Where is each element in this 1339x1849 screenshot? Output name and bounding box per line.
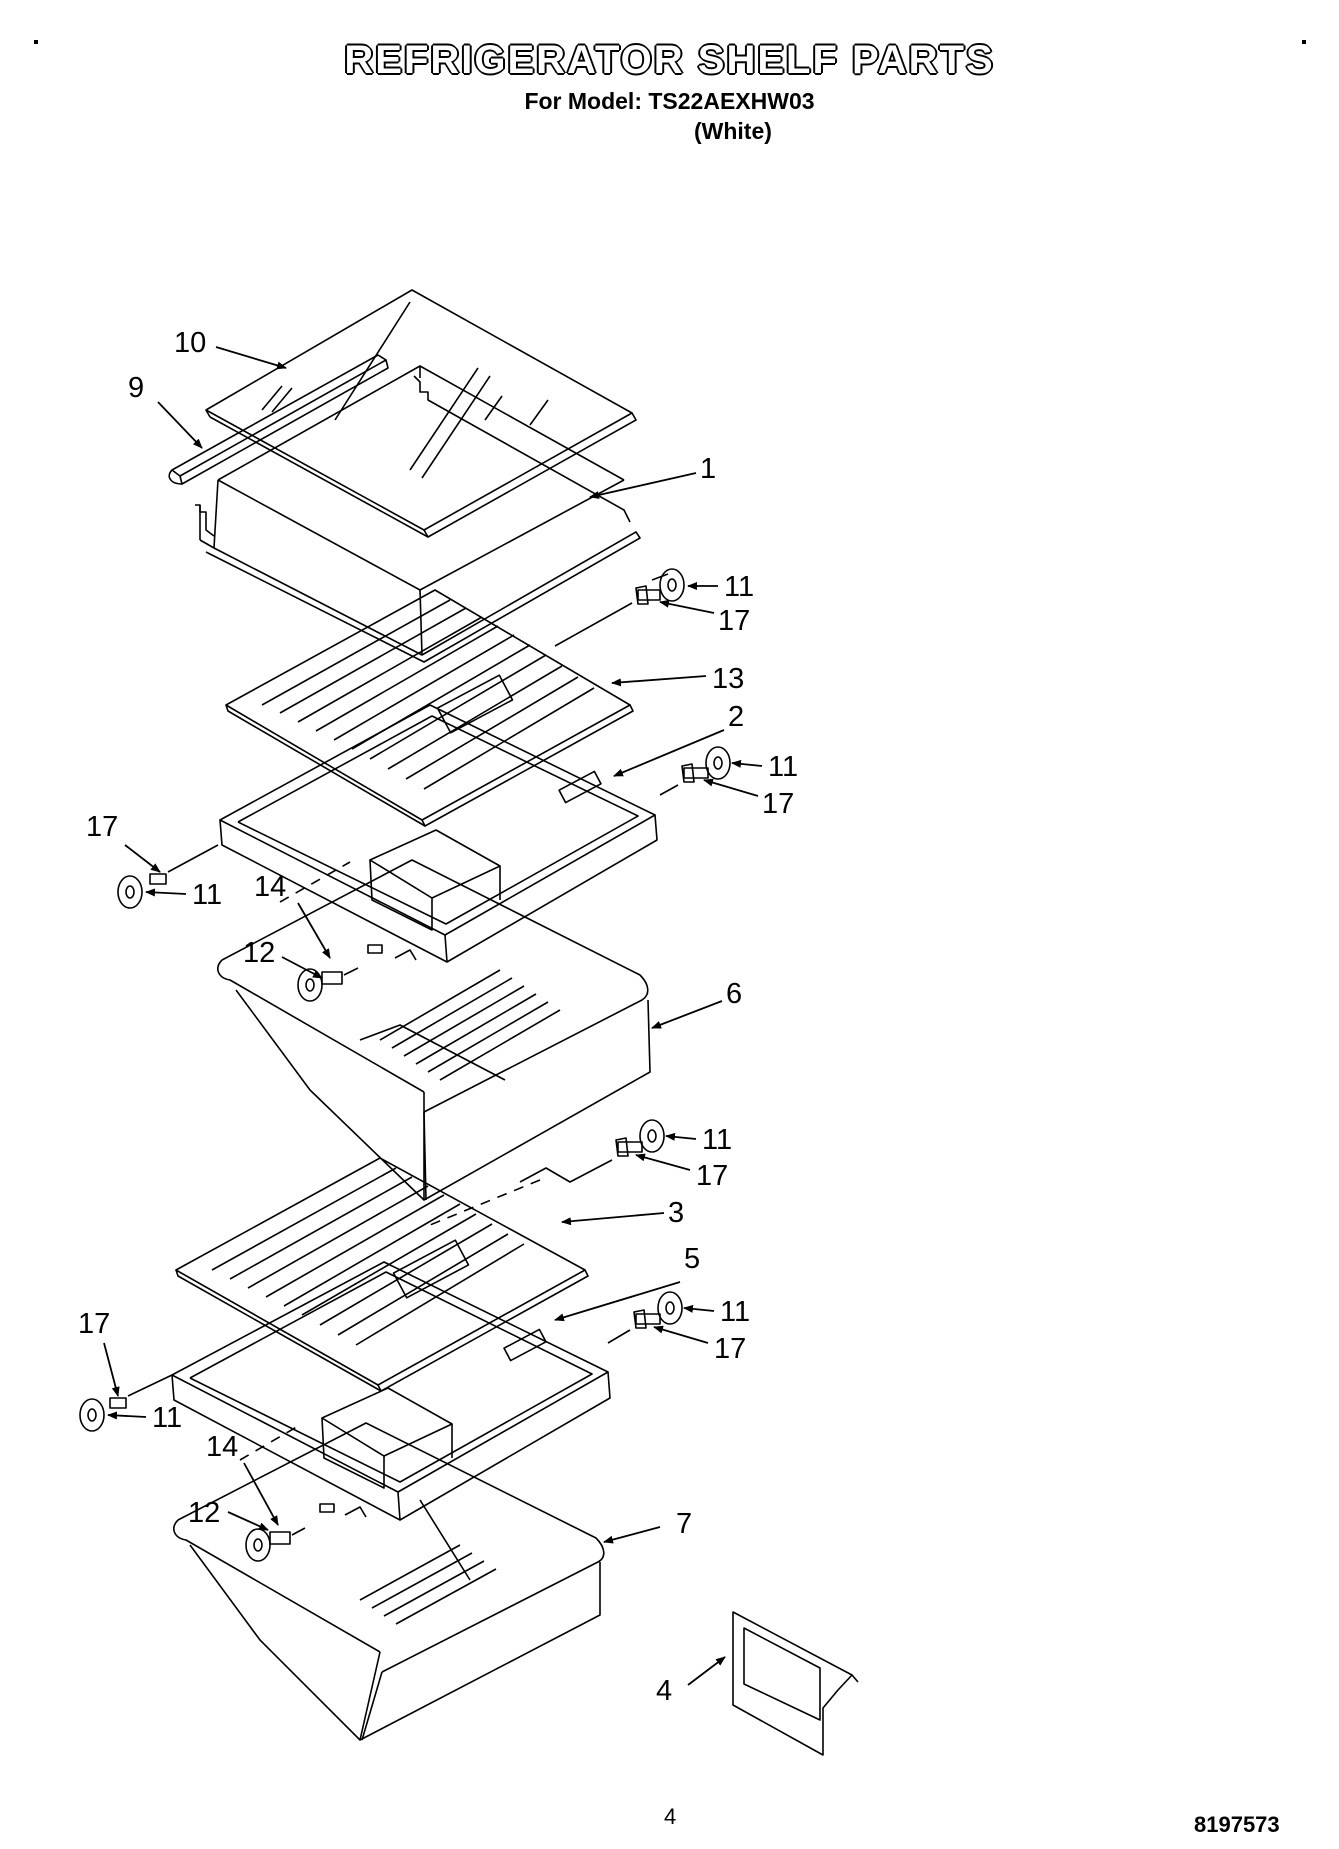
callout-label: 11 (192, 879, 222, 911)
callout-label: 13 (712, 663, 744, 695)
upper-crisper-drawer-part-6 (217, 859, 651, 1201)
callout-label: 9 (128, 372, 144, 404)
roller-middle-right-11 (705, 746, 731, 780)
roller-lower-right-11 (657, 1291, 683, 1325)
roller-upper-right-11 (651, 568, 685, 602)
callout-label: 17 (762, 788, 794, 820)
callout-label: 17 (696, 1160, 728, 1192)
callout-label: 12 (188, 1497, 220, 1529)
callout-label: 17 (714, 1333, 746, 1365)
callout-label: 7 (676, 1508, 692, 1540)
callout-label: 10 (174, 327, 206, 359)
scan-mark-left (34, 40, 38, 44)
callout-label: 4 (656, 1675, 672, 1707)
callout-label: 11 (724, 571, 754, 603)
roller-center-right-11 (639, 1119, 665, 1153)
callout-label: 11 (152, 1402, 182, 1434)
humidity-slide-part-4 (732, 1611, 859, 1756)
assembly-guide-lines (239, 861, 541, 1461)
front-trim-part-9 (168, 354, 389, 485)
crisper-frame-part-2 (219, 704, 658, 963)
document-number: 8197573 (1194, 1812, 1280, 1837)
crisper-frame-part-5 (171, 1261, 611, 1521)
callout-label: 17 (78, 1308, 110, 1340)
callout-label: 14 (254, 871, 286, 903)
crisper-cover-part-3 (175, 1157, 589, 1392)
callout-label: 17 (718, 605, 750, 637)
callout-label: 1 (700, 453, 716, 485)
axle-lower-left-17 (109, 1374, 173, 1409)
axle-middle-right-17 (659, 763, 709, 796)
page-number: 4 (664, 1804, 677, 1829)
wheel-upper-12 (297, 967, 359, 1002)
lower-crisper-drawer-part-7 (173, 1422, 605, 1741)
callout-labels: 10 9 1 11 17 13 2 11 17 17 11 14 12 6 11… (78, 327, 798, 1707)
axle-left-17 (149, 844, 219, 885)
callout-label: 5 (684, 1243, 700, 1275)
model-line: For Model: TS22AEXHW03 (524, 88, 815, 114)
callout-label: 6 (726, 978, 742, 1010)
callout-label: 11 (768, 751, 798, 783)
crisper-cover-part-13 (225, 589, 634, 827)
callout-label: 12 (243, 937, 275, 969)
scan-mark-right (1302, 40, 1306, 44)
callout-label: 17 (86, 811, 118, 843)
leader-arrows (103, 346, 763, 1686)
callout-label: 11 (702, 1124, 732, 1156)
axle-center-right-17 (519, 1137, 643, 1183)
page-title: REFRIGERATOR SHELF PARTS (344, 38, 995, 82)
callout-label: 2 (728, 701, 744, 733)
wheel-lower-12 (245, 1527, 306, 1562)
axle-lower-right-17 (607, 1309, 661, 1344)
axle-upper-right-17 (554, 585, 661, 647)
callout-label: 14 (206, 1431, 238, 1463)
color-variant: (White) (694, 118, 772, 144)
roller-lower-left-11 (79, 1398, 105, 1432)
callout-label: 11 (720, 1296, 750, 1328)
callout-label: 3 (668, 1197, 684, 1229)
roller-left-11 (117, 875, 143, 909)
glass-shelf-part-10 (205, 289, 637, 538)
